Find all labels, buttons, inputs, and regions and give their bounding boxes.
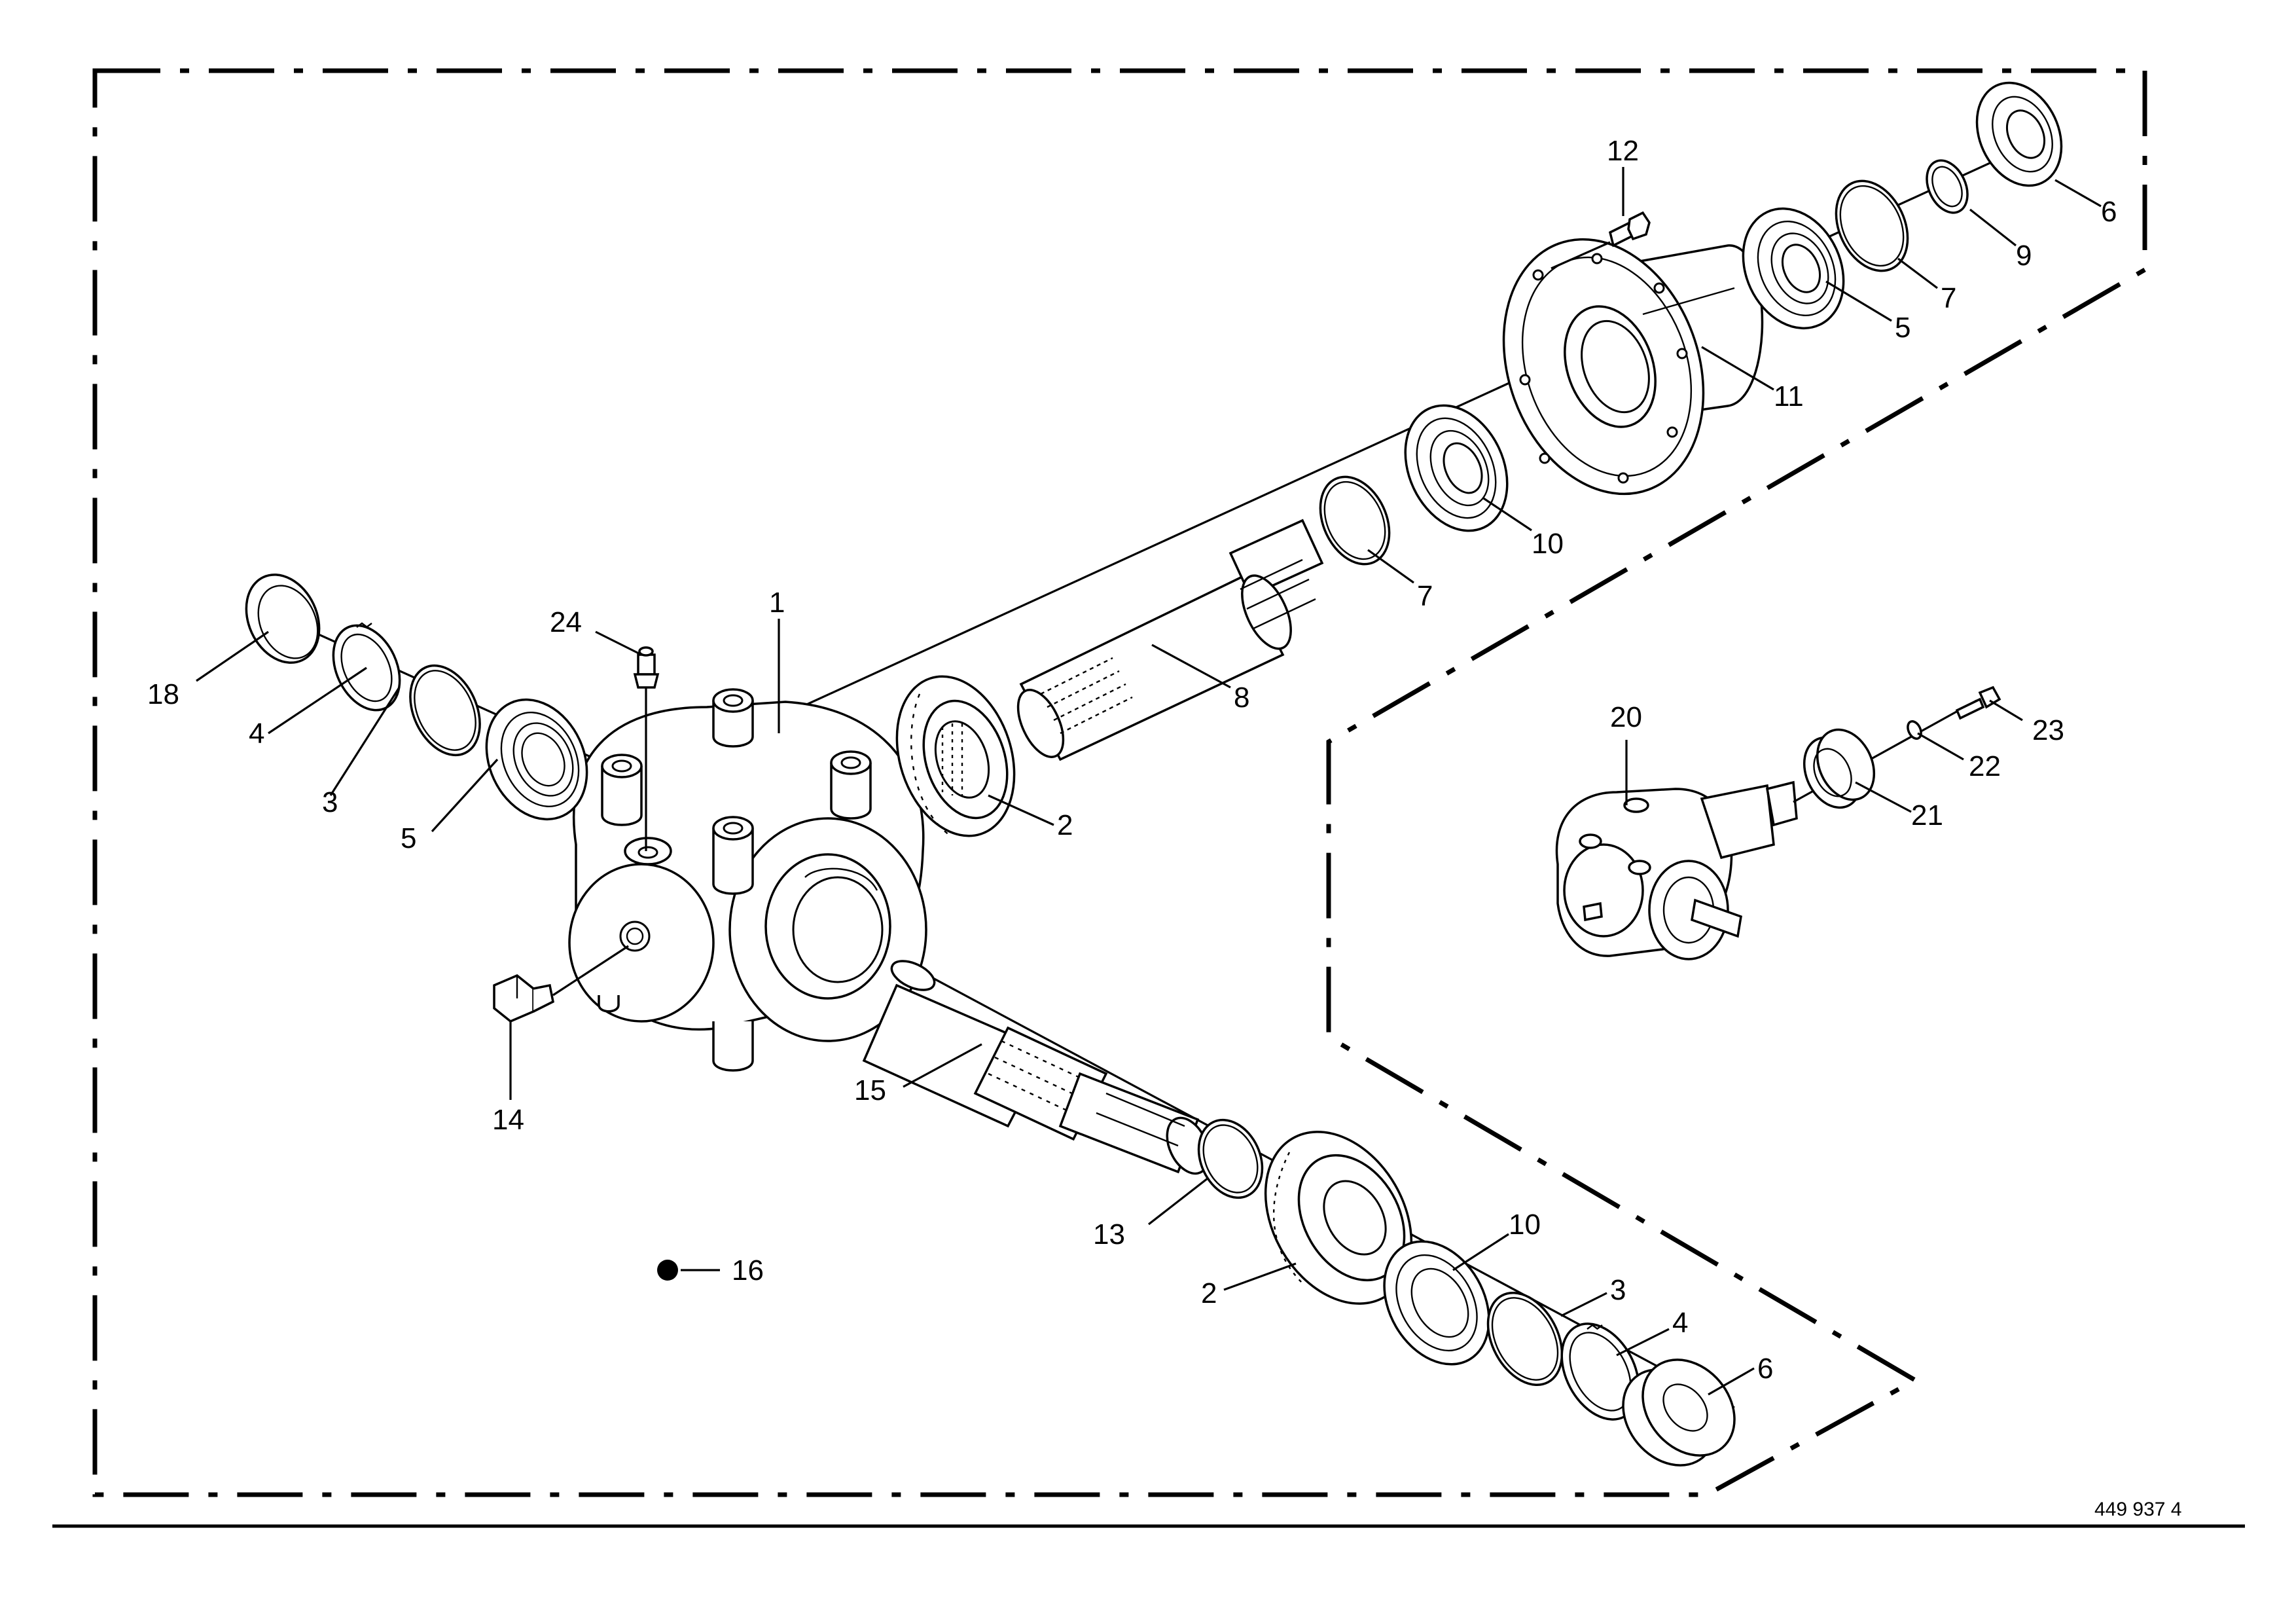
seal-6-upper (1975, 81, 2063, 187)
input-shaft-8 (1016, 519, 1324, 761)
shim-ring-3-lower (1486, 1291, 1564, 1387)
drain-plug-14 (493, 945, 629, 1023)
callout-16: 16 (732, 1254, 764, 1286)
callout-3-left: 3 (322, 786, 338, 818)
callout-2-upper: 2 (1057, 809, 1073, 841)
drawing-number: 449 937 4 (2094, 1499, 2181, 1520)
shim-ring-7-upper-right (1835, 179, 1909, 272)
bearing-10-lower (1383, 1240, 1490, 1366)
callout-15: 15 (854, 1074, 886, 1106)
callout-5-left: 5 (401, 822, 416, 854)
grease-nipple-24 (633, 646, 660, 851)
screw-23 (1955, 685, 2001, 720)
callout-4-lower: 4 (1672, 1307, 1688, 1339)
callout-20: 20 (1610, 701, 1642, 733)
bearing-5-upper (1742, 207, 1845, 330)
bevel-gear-2-lower (1264, 1131, 1413, 1305)
callout-12: 12 (1607, 135, 1639, 167)
gearbox-housing (568, 688, 927, 1072)
callout-18: 18 (147, 678, 179, 710)
callout-22: 22 (1969, 750, 2001, 782)
bolt-12 (1551, 211, 1651, 270)
callout-3-lower: 3 (1610, 1274, 1626, 1306)
callout-7-lower-shaft: 7 (1417, 580, 1433, 612)
callout-24: 24 (550, 606, 582, 638)
callout-6-lower: 6 (1757, 1353, 1773, 1385)
bevel-gear-2-upper (895, 675, 1016, 837)
callout-2-lower: 2 (1201, 1277, 1217, 1309)
callout-5-upper: 5 (1895, 312, 1910, 344)
circlip-9 (1926, 159, 1969, 214)
callout-13: 13 (1093, 1218, 1125, 1250)
shim-ring-7-upper (1319, 475, 1391, 566)
gearbox-inset-20 (1555, 780, 1798, 960)
callout-7-upper: 7 (1941, 282, 1956, 314)
assembly-boundary (92, 68, 2147, 1497)
shim-ring-3-left (409, 664, 481, 757)
circlip-13 (1197, 1118, 1264, 1199)
callout-8: 8 (1234, 682, 1249, 714)
callout-10-lower: 10 (1509, 1209, 1541, 1241)
cap-18 (245, 574, 321, 664)
callout-14: 14 (492, 1104, 524, 1136)
callout-21: 21 (1911, 799, 1943, 831)
callout-23: 23 (2032, 714, 2064, 746)
seal-6-lower (1622, 1359, 1736, 1467)
callout-6-upper: 6 (2101, 196, 2117, 228)
callout-11: 11 (1774, 380, 1804, 412)
bearing-10-upper (1404, 404, 1509, 532)
flange-housing-11 (1502, 238, 1764, 496)
callout-1: 1 (769, 587, 785, 619)
callout-9: 9 (2016, 240, 2032, 272)
leader-lines (196, 167, 2102, 1396)
seal-21 (1803, 728, 1876, 809)
callout-10-upper: 10 (1532, 528, 1564, 560)
sealant-dot-16 (657, 1260, 678, 1281)
bearing-5-left (485, 698, 588, 821)
callout-4-left: 4 (249, 718, 264, 750)
output-shaft-15 (862, 960, 1210, 1175)
